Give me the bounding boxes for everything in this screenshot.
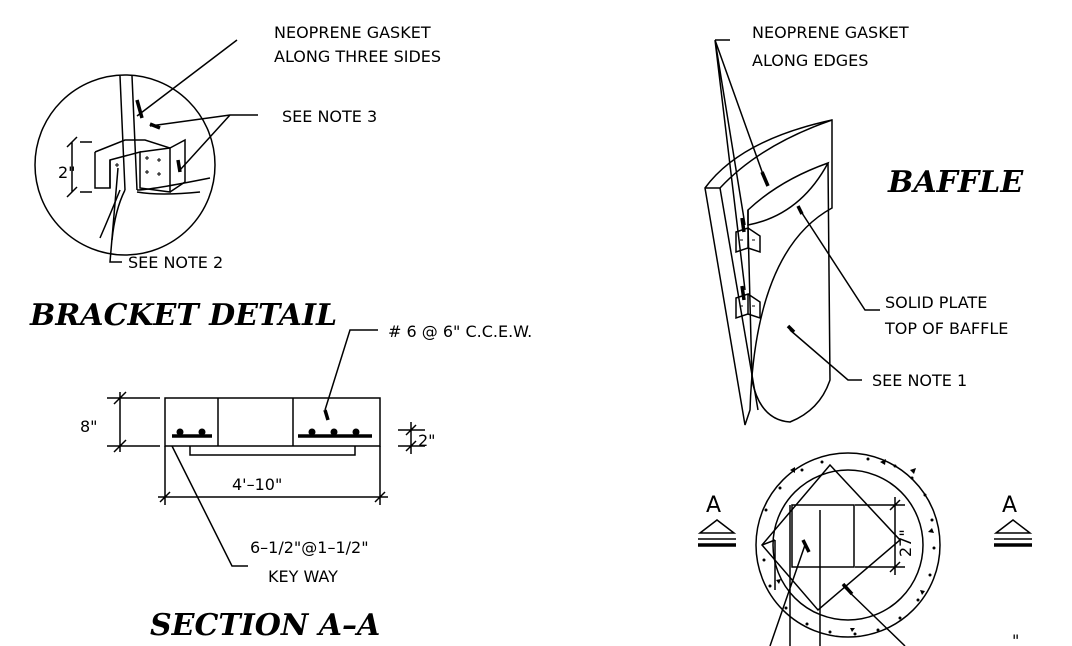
section-mark-left: A xyxy=(697,493,737,547)
plate-note-line1: SOLID PLATE xyxy=(885,293,987,312)
baffle-square xyxy=(791,504,855,568)
bracket-detail: 2" NEOPRENE GASKET ALONG THREE SIDES SEE… xyxy=(29,23,441,333)
dim-2in-right: 2" xyxy=(418,431,436,450)
manhole-inner-ring xyxy=(772,469,924,621)
section-aa: # 6 @ 6" C.C.E.W. 8" 2" 4'–10" 6–1/2"@1–… xyxy=(80,322,532,643)
gasket-leader xyxy=(136,39,238,117)
bracket-detail-circle xyxy=(34,74,216,256)
baffle-gasket-note-line1: NEOPRENE GASKET xyxy=(752,23,909,42)
baffle-title: BAFFLE xyxy=(887,165,1024,200)
bracket-detail-title: BRACKET DETAIL xyxy=(29,298,337,333)
see-note-1-label: SEE NOTE 1 xyxy=(872,371,967,390)
svg-text:A: A xyxy=(706,493,721,518)
baffle-diamond xyxy=(761,463,902,612)
manhole-outer-ring xyxy=(755,452,941,638)
bracket-gasket-note-line2: ALONG THREE SIDES xyxy=(274,47,441,66)
baffle-gasket-leader xyxy=(714,39,766,291)
section-mark-right: A xyxy=(993,493,1033,547)
slab-outline xyxy=(164,397,381,447)
plate-note-line2: TOP OF BAFFLE xyxy=(884,319,1008,338)
bracket-gasket-note-line1: NEOPRENE GASKET xyxy=(274,23,431,42)
bracket-dim-2in: 2" xyxy=(58,163,76,182)
dim-8in: 8" xyxy=(80,417,98,436)
dim-27in: 27" xyxy=(896,529,915,557)
dim-width: 4'–10" xyxy=(232,475,282,494)
baffle-wall xyxy=(704,119,833,426)
keyway-leader xyxy=(171,445,248,567)
baffle-gasket-note-line2: ALONG EDGES xyxy=(752,51,868,70)
plan-view: 27" " A A xyxy=(697,452,1033,646)
rebar-leader xyxy=(324,329,378,411)
plate-leader xyxy=(799,209,880,311)
keyway-note-line1: 6–1/2"@1–1/2" xyxy=(250,538,369,557)
baffle-isometric: NEOPRENE GASKET ALONG EDGES BAFFLE SOLID… xyxy=(704,23,1024,426)
see-note-2-label: SEE NOTE 2 xyxy=(128,253,223,272)
see-note-3-label: SEE NOTE 3 xyxy=(282,107,377,126)
section-aa-title: SECTION A–A xyxy=(150,608,380,643)
keyway-note-line2: KEY WAY xyxy=(268,567,338,586)
note3-leader xyxy=(149,114,258,171)
note1-leader xyxy=(789,329,862,381)
baffle-cylinder xyxy=(747,161,830,226)
svg-text:A: A xyxy=(1002,493,1017,518)
plan-partial-label: " xyxy=(1012,631,1019,646)
rebar-note: # 6 @ 6" C.C.E.W. xyxy=(388,322,532,341)
note2-leader xyxy=(109,167,122,263)
